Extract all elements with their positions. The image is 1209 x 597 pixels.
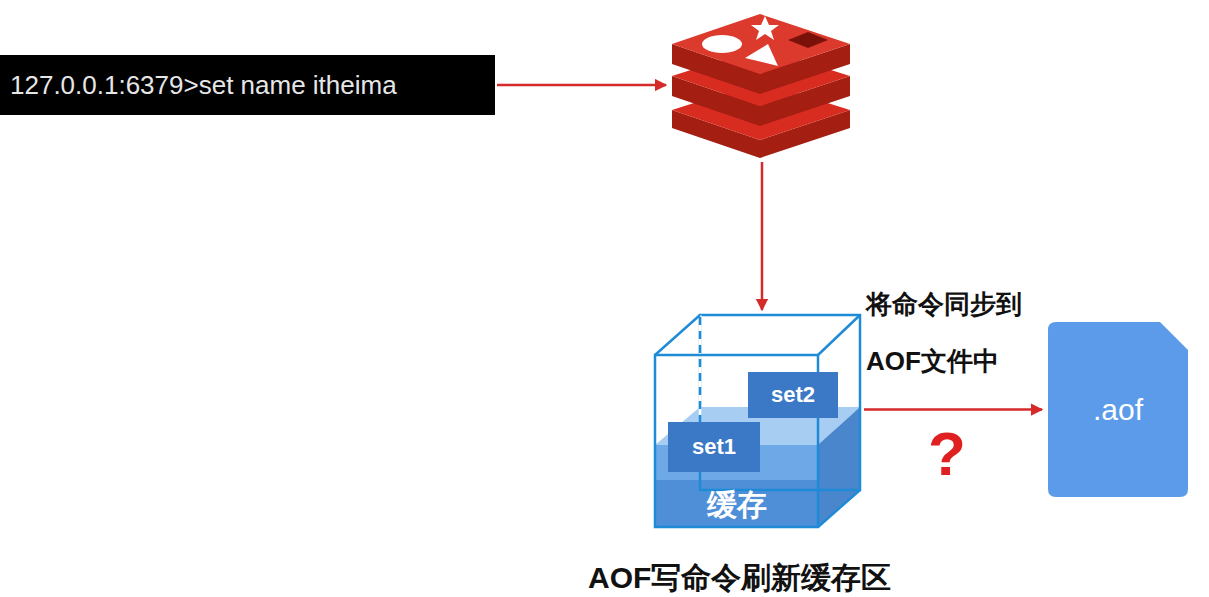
arrow-line — [761, 162, 764, 310]
command-block: set2 — [748, 372, 838, 418]
cube-edge — [699, 315, 702, 415]
node-text: 缓存 — [655, 485, 818, 526]
cache-cube: 缓存 set1 set2 — [655, 315, 860, 527]
edge-label: 将命令同步到 AOF文件中 — [866, 276, 1038, 390]
node-text: .aof — [1093, 393, 1143, 427]
command-block: set1 — [668, 422, 760, 472]
cube-edge — [818, 490, 860, 527]
node-text: set2 — [771, 382, 815, 408]
caption-text: AOF写命令刷新缓存区 — [588, 558, 891, 597]
liquid — [818, 407, 860, 527]
terminal-box: 127.0.0.1:6379>set name itheima — [0, 55, 495, 115]
question-mark: ? — [928, 418, 966, 489]
arrow-connector — [864, 408, 1042, 411]
cube-edge — [818, 315, 860, 355]
node-text: 127.0.0.1:6379>set name itheima — [10, 70, 397, 101]
file-shape — [1048, 322, 1188, 497]
arrow-line — [497, 84, 666, 87]
cube-edge — [655, 315, 700, 355]
node-text: set1 — [692, 434, 736, 460]
aof-file: .aof — [1048, 322, 1188, 497]
cube-edge — [699, 317, 702, 415]
liquid — [655, 480, 818, 527]
redis-logo — [672, 14, 850, 158]
